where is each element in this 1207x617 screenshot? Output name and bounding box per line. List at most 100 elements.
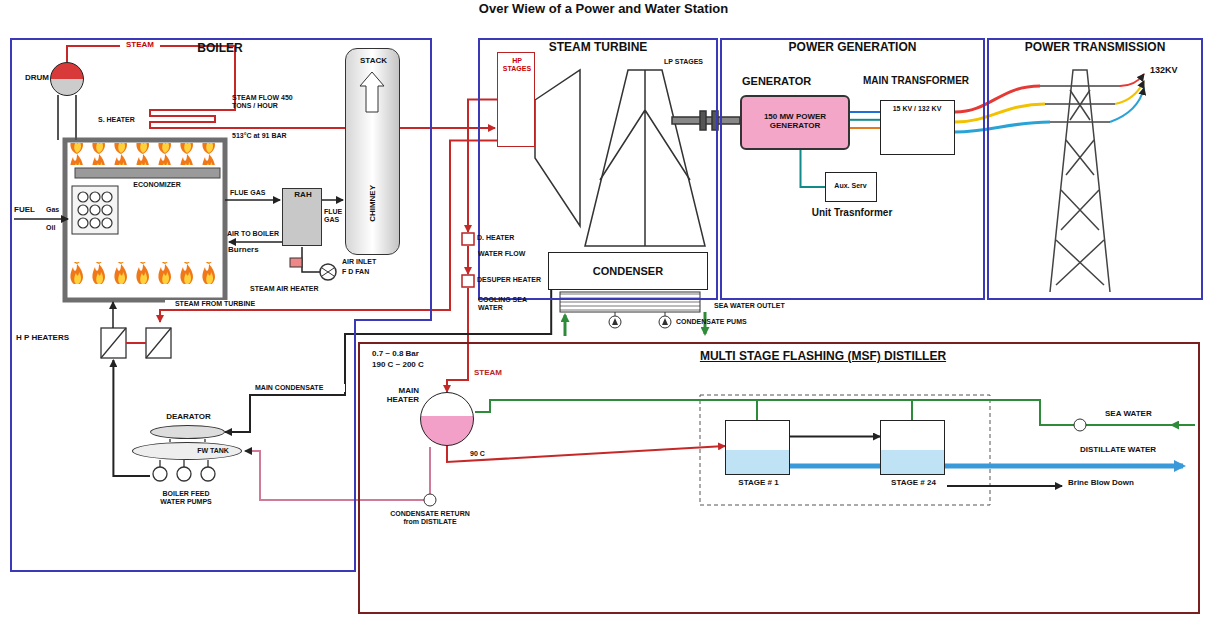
hp-heater-symbol — [126, 342, 146, 344]
transmission-lines — [955, 122, 1050, 132]
callout-label: 132KV — [1150, 66, 1200, 76]
msf-flows — [1074, 419, 1086, 431]
turbine-stage: HP STAGES — [497, 52, 535, 147]
furnace — [78, 218, 88, 228]
node-title: DRUM — [11, 74, 49, 83]
callout-label: DISTILLATE WATER — [1080, 446, 1195, 455]
condenser-tubes — [564, 315, 567, 336]
generator: GENERATOR150 MW POWER GENERATOR — [740, 95, 850, 150]
feed-pump-symbol — [153, 467, 167, 481]
furnace — [75, 168, 220, 178]
stack-body — [360, 72, 384, 112]
transformer: MAIN TRANSFORMER15 KV / 132 KV — [880, 100, 955, 155]
node-title: DEARATOR — [141, 413, 236, 422]
gas-air-flow — [229, 241, 282, 243]
region-panel: POWER TRANSMISSION — [987, 38, 1203, 300]
msf-flows — [429, 447, 431, 494]
node-title: POWER TRANSMISSION — [992, 41, 1198, 54]
steam-line — [67, 46, 235, 110]
callout-label: AIR TO BOILER — [227, 230, 281, 238]
node-title: STAGE # 24 — [881, 479, 946, 488]
msf-flows — [245, 395, 1195, 506]
furnace — [102, 205, 112, 215]
furnace — [70, 143, 220, 165]
air-heater: RAH — [282, 188, 322, 246]
fd-fan — [320, 264, 336, 280]
callout-label: CONDENSATE PUMS — [676, 318, 756, 326]
callout-label: Oil — [46, 224, 64, 232]
condenser: CONDENSER — [548, 252, 708, 290]
flow-connector — [225, 290, 551, 432]
msf-flows — [947, 485, 1062, 487]
node-text: 15 KV / 132 KV — [881, 105, 953, 113]
generator-wires — [850, 127, 880, 129]
callout-label: WATER FLOW — [478, 250, 528, 258]
callout-label: 190 C ~ 200 C — [372, 361, 452, 370]
callout-label: Burners — [228, 246, 276, 255]
callout-label: STEAM FLOW 450 TONS / HOUR — [232, 94, 310, 109]
turbine-casing — [535, 70, 580, 226]
flow-connector — [850, 119, 880, 121]
node-title: MAIN HEATER — [375, 387, 419, 405]
node-title: CONDENSER — [549, 265, 707, 277]
node-title: HP STAGES — [499, 57, 535, 72]
furnace — [14, 140, 225, 300]
heater-tag: D. HEATER — [462, 232, 527, 246]
main-heater: MAIN HEATER — [420, 392, 474, 446]
diagram-title: Over Wiew of a Power and Water Station — [0, 2, 1207, 16]
furnace — [90, 192, 100, 202]
transmission-lines — [955, 74, 1144, 132]
node-title: RAH — [283, 191, 323, 200]
callout-label: SEA WATER OUTLET — [714, 302, 798, 310]
callout-label: Gas — [46, 206, 64, 214]
gas-air-flow — [225, 199, 280, 201]
edge-label: STEAM FROM TURBINE — [165, 300, 265, 308]
transmission-lines — [955, 86, 1040, 112]
furnace — [102, 218, 112, 228]
furnace — [78, 192, 88, 202]
transmission-lines — [1110, 88, 1144, 122]
turbine-casing — [712, 111, 718, 130]
pump-group: BOILER FEED WATER PUMPS — [150, 464, 222, 526]
node-title: BOILER FEED WATER PUMPS — [150, 490, 222, 505]
furnace — [70, 262, 220, 284]
transmission-tower — [1040, 70, 1120, 292]
node-title: STAGE # 1 — [726, 479, 791, 488]
msf-flows — [790, 464, 1183, 469]
node-title: DESUPER HEATER — [477, 276, 546, 284]
fw-tank: FW TANK — [132, 442, 242, 460]
callout-label: ECONOMIZER — [112, 181, 202, 189]
region-panel: STEAM TURBINEHP STAGESCONDENSER — [478, 38, 718, 300]
furnace — [78, 205, 88, 215]
callout-label: AIR INLET — [342, 258, 402, 266]
furnace — [90, 218, 100, 228]
feed-pump-symbol — [201, 467, 215, 481]
msf-flows — [757, 400, 912, 420]
hp-heater-symbol — [112, 302, 114, 328]
stack: STACKCHIMNEY — [345, 48, 400, 255]
flow-connector — [468, 100, 497, 233]
gas-air-flow — [322, 199, 343, 201]
flash-stage: STAGE # 1 — [725, 420, 790, 475]
transmission-lines — [955, 104, 1045, 122]
flow-connector — [801, 150, 826, 187]
condenser-tubes — [560, 292, 700, 312]
callout-label: CONDENSATE RETURN from DISTILATE — [385, 510, 475, 525]
node-title: H P HEATERS — [16, 334, 98, 343]
msf-flows — [475, 400, 1195, 425]
gas-air-flow — [302, 247, 320, 272]
stack-body — [346, 49, 399, 254]
callout-label: FLUE GAS — [324, 208, 345, 223]
furnace — [14, 218, 68, 220]
callout-label: 0.7 ~ 0.8 Bar — [372, 350, 452, 359]
callout-label: Brine Blow Down — [1068, 479, 1178, 488]
node-title: BOILER — [160, 42, 280, 55]
callout-label: F D FAN — [342, 268, 402, 276]
fd-fan — [322, 268, 334, 276]
edge-label: MAIN CONDENSATE — [255, 384, 345, 392]
callout-label: FUEL — [14, 206, 42, 215]
node-title: Aux. Serv — [826, 182, 875, 190]
callout-label: COOLING SEA WATER — [478, 296, 544, 311]
